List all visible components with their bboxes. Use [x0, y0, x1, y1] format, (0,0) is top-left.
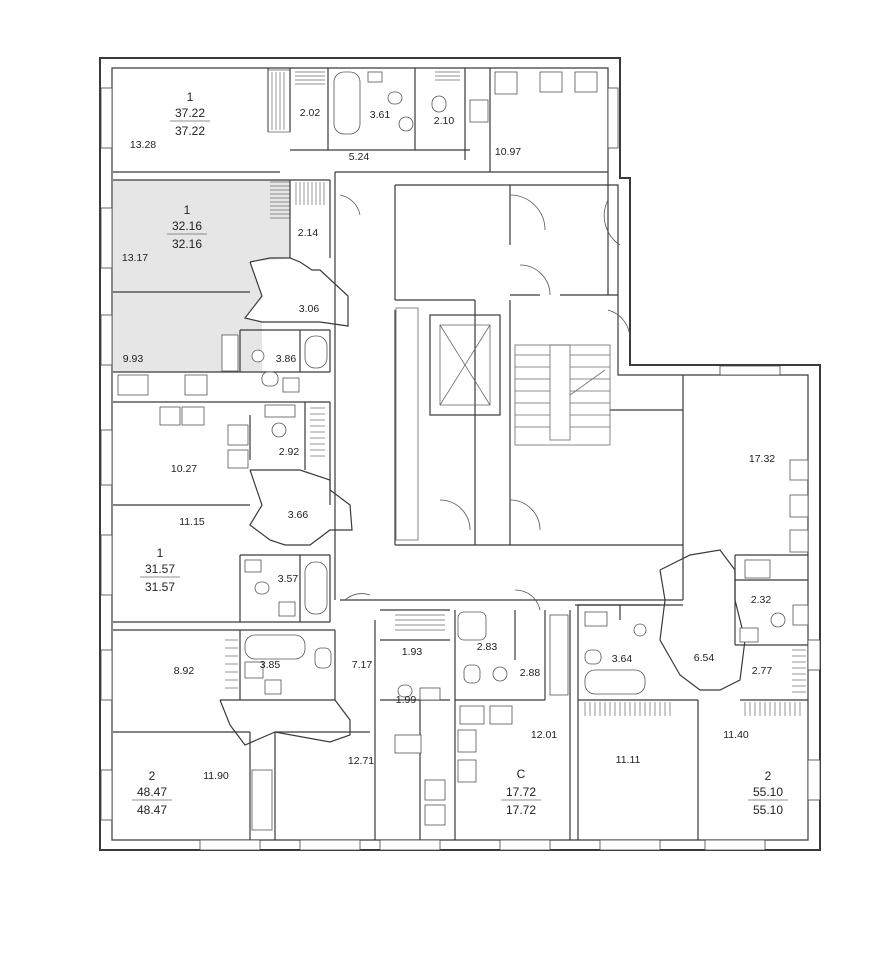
apartment-area-total: 55.10: [753, 785, 783, 799]
apartment-area-total: 37.22: [175, 106, 205, 120]
bathroom-fixtures-top: [333, 71, 598, 135]
staircase: [514, 344, 611, 446]
room-area: 2.14: [298, 227, 319, 239]
apartment-rooms: 1: [157, 546, 164, 560]
apartment-area-living: 48.47: [137, 803, 167, 817]
room-area: 11.11: [616, 754, 641, 766]
apartment-3-fixtures: [159, 404, 328, 617]
apartment-label-2: 1 32.16 32.16: [167, 203, 207, 251]
apartment-5-walls: [454, 610, 571, 840]
room-area: 6.54: [694, 652, 715, 664]
room-area: 3.66: [288, 509, 309, 521]
room-area: 12.01: [531, 729, 557, 741]
apartment-area-living: 55.10: [753, 803, 783, 817]
apartment-area-living: 31.57: [145, 580, 175, 594]
room-area: 9.93: [123, 353, 144, 365]
apartment-area-total: 31.57: [145, 562, 175, 576]
room-area: 1.93: [402, 646, 423, 658]
apartment-2-fixtures: [117, 334, 328, 396]
apartment-area-living: 37.22: [175, 124, 205, 138]
room-area: 10.97: [495, 146, 521, 158]
apartment-3-walls: [113, 401, 353, 623]
room-area: 2.92: [279, 446, 300, 458]
windows-left: [100, 87, 113, 821]
room-area: 3.61: [370, 109, 391, 121]
apartment-label-4: 2 48.47 48.47: [132, 769, 172, 817]
apartment-2-walls: [113, 179, 349, 373]
room-area: 5.24: [349, 151, 370, 163]
room-area: 3.64: [612, 653, 633, 665]
apartment-label-1: 1 37.22 37.22: [170, 90, 210, 138]
apartment-area-living: 17.72: [506, 803, 536, 817]
apartment-6-fixtures: [584, 459, 809, 695]
apartment-label-5: С 17.72 17.72: [501, 767, 541, 817]
room-area: 2.77: [752, 665, 773, 677]
windows-right: [607, 87, 821, 801]
room-area: 13.17: [122, 252, 148, 264]
apartment-6-hatch: [584, 649, 806, 716]
room-area: 3.06: [299, 303, 320, 315]
room-area: 10.27: [171, 463, 197, 475]
apartment-area-total: 48.47: [137, 785, 167, 799]
room-area: 3.86: [276, 353, 297, 365]
apartment-area-total: 32.16: [172, 219, 202, 233]
room-area: 11.15: [179, 516, 205, 528]
apartment-4-fixtures: [244, 634, 446, 831]
room-area: 2.83: [477, 641, 498, 653]
apartment-rooms: 2: [149, 769, 156, 783]
apartment-rooms: С: [517, 767, 526, 781]
room-area: 7.17: [352, 659, 373, 671]
room-area: 13.28: [130, 139, 156, 151]
doors: [339, 194, 631, 611]
apartment-area-living: 32.16: [172, 237, 202, 251]
room-area-labels: 13.28 2.02 3.61 2.10 5.24 10.97 13.17 2.…: [122, 107, 775, 782]
room-area: 2.02: [300, 107, 321, 119]
apartment-6-walls: [577, 375, 808, 840]
apartment-area-total: 17.72: [506, 785, 536, 799]
apartment-rooms: 1: [184, 203, 191, 217]
room-area: 3.85: [260, 659, 281, 671]
apartment-label-6: 2 55.10 55.10: [748, 769, 788, 817]
room-area: 17.32: [749, 453, 775, 465]
highlighted-apartment: [113, 180, 290, 372]
room-area: 1.99: [396, 694, 417, 706]
room-area: 3.57: [278, 573, 299, 585]
room-area: 8.92: [174, 665, 195, 677]
room-area: 2.32: [751, 594, 772, 606]
elevator-shaft: [429, 314, 501, 416]
room-area: 11.40: [723, 729, 749, 741]
windows-bottom: [199, 839, 766, 851]
apartment-rooms: 1: [187, 90, 194, 104]
room-area: 11.90: [203, 770, 229, 782]
room-area: 2.88: [520, 667, 541, 679]
apartment-rooms: 2: [765, 769, 772, 783]
apartment-4-hatch: [225, 614, 445, 689]
room-area: 12.71: [348, 755, 374, 767]
apartment-3-hatch: [310, 407, 325, 457]
hatch-wardrobes: [270, 71, 460, 219]
apartment-label-3: 1 31.57 31.57: [140, 546, 180, 594]
apartment-1-walls: [113, 68, 608, 173]
room-area: 2.10: [434, 115, 455, 127]
core-walls: [334, 172, 683, 606]
